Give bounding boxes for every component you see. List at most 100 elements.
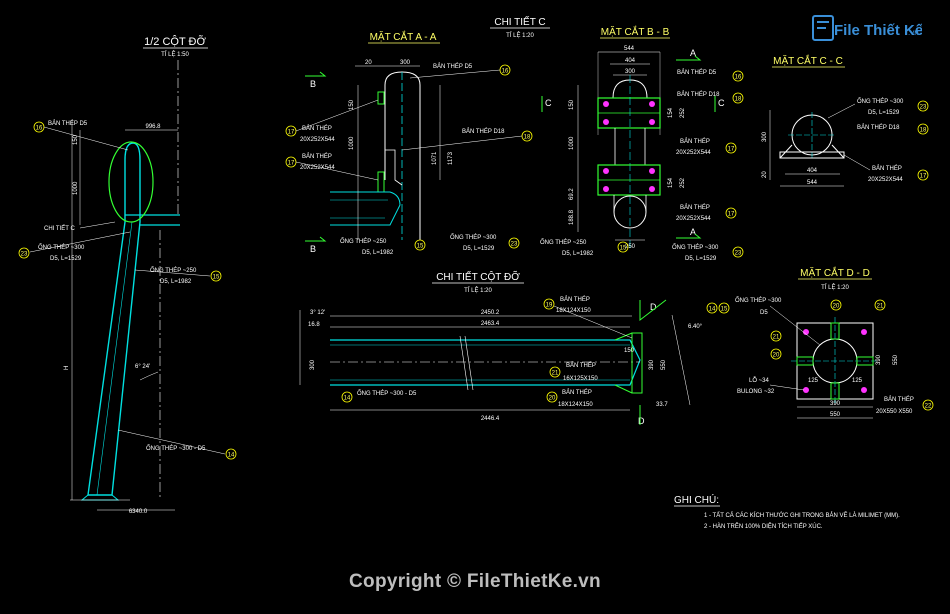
svg-text:H: H	[64, 366, 70, 370]
svg-text:B: B	[310, 244, 316, 254]
svg-text:BẢN THÉP: BẢN THÉP	[302, 125, 332, 132]
dim-2450: 2450.2	[481, 310, 500, 316]
svg-text:21: 21	[773, 335, 780, 341]
svg-text:BẢN THÉP D5: BẢN THÉP D5	[677, 69, 717, 76]
pole-detail-title: CHI TIẾT CỘT ĐỠ	[436, 270, 520, 283]
dim-6340: 6340.0	[129, 509, 148, 515]
svg-text:1000: 1000	[569, 136, 575, 150]
detail-c-highlight-ellipse	[108, 141, 154, 223]
svg-text:BẢN THÉP: BẢN THÉP	[302, 153, 332, 160]
logo-text-tld: .vn	[908, 28, 919, 37]
label-chi-tiet-c: CHI TIẾT C	[44, 225, 75, 232]
svg-text:300: 300	[625, 69, 636, 75]
svg-text:BẢN THÉP D18: BẢN THÉP D18	[857, 124, 900, 131]
section-bb-title: MẶT CẮT B - B	[601, 25, 670, 38]
svg-text:15: 15	[417, 244, 424, 250]
svg-text:20X252X544: 20X252X544	[300, 165, 335, 171]
svg-text:BẢN THÉP D5: BẢN THÉP D5	[433, 63, 473, 70]
svg-text:252: 252	[680, 107, 686, 118]
svg-text:550: 550	[893, 354, 899, 365]
svg-text:19: 19	[546, 303, 553, 309]
svg-text:14: 14	[709, 307, 716, 313]
svg-text:D5, L=1982: D5, L=1982	[562, 251, 594, 257]
svg-text:300: 300	[762, 131, 768, 142]
svg-text:BẢN THÉP: BẢN THÉP	[562, 389, 592, 396]
svg-text:21: 21	[877, 304, 884, 310]
svg-text:ỐNG THÉP ~300 - D5: ỐNG THÉP ~300 - D5	[146, 445, 206, 452]
view-half-pole: 1/2 CỘT ĐỠ TỈ LỆ 1:50 H 996.8 150 1000 6…	[18, 35, 237, 515]
svg-text:20: 20	[549, 396, 556, 402]
svg-text:404: 404	[625, 58, 636, 64]
svg-text:D5: D5	[760, 310, 768, 316]
svg-text:252: 252	[680, 177, 686, 188]
svg-text:BẢN THÉP D18: BẢN THÉP D18	[677, 91, 720, 98]
svg-text:150: 150	[624, 348, 635, 354]
svg-text:A: A	[690, 227, 696, 237]
site-logo[interactable]: File Thiết Kế .vn	[812, 10, 922, 44]
svg-text:20: 20	[833, 304, 840, 310]
detail-c-scale: TỈ LỆ 1:20	[506, 31, 534, 39]
detail-c-heading: CHI TIẾT C TỈ LỆ 1:20	[490, 15, 550, 39]
svg-text:14: 14	[344, 396, 351, 402]
svg-text:20X252X544: 20X252X544	[676, 216, 711, 222]
svg-text:D5, L=1529: D5, L=1529	[463, 246, 495, 252]
svg-text:69.2: 69.2	[569, 188, 575, 200]
svg-text:ỐNG THÉP ~250: ỐNG THÉP ~250	[150, 267, 197, 274]
section-dd-scale: TỈ LỆ 1:20	[821, 283, 849, 291]
svg-text:D5, L=1982: D5, L=1982	[160, 279, 192, 285]
copyright-watermark: Copyright © FileThietKe.vn	[349, 571, 601, 592]
svg-text:188.8: 188.8	[569, 209, 575, 225]
notes-block: GHI CHÚ: 1 - TẤT CẢ CÁC KÍCH THƯỚC GHI T…	[674, 493, 900, 530]
svg-text:16: 16	[36, 126, 43, 132]
svg-text:BẢN THÉP D5: BẢN THÉP D5	[48, 120, 88, 127]
svg-text:15: 15	[721, 307, 728, 313]
pole-detail-scale: TỈ LỆ 1:20	[464, 286, 492, 294]
svg-text:16: 16	[735, 75, 742, 81]
svg-text:154: 154	[668, 107, 674, 118]
svg-text:BẢN THÉP: BẢN THÉP	[680, 138, 710, 145]
svg-text:125: 125	[852, 378, 863, 384]
svg-text:15: 15	[213, 275, 220, 281]
section-cc-title: MẶT CẮT C - C	[773, 54, 843, 67]
view-pole-detail: CHI TIẾT CỘT ĐỠ TỈ LỆ 1:20 D D 3° 12' 16…	[299, 270, 703, 426]
svg-text:BẢN THÉP D18: BẢN THÉP D18	[462, 128, 505, 135]
svg-text:C: C	[545, 98, 552, 108]
svg-text:B: B	[310, 79, 316, 89]
dim-996: 996.8	[145, 124, 161, 130]
svg-text:1071: 1071	[432, 151, 438, 165]
svg-text:18: 18	[735, 97, 742, 103]
svg-text:6° 24': 6° 24'	[135, 364, 150, 370]
svg-text:17: 17	[288, 161, 295, 167]
svg-text:23: 23	[511, 242, 518, 248]
svg-text:17: 17	[728, 147, 735, 153]
svg-text:ỐNG THÉP ~300: ỐNG THÉP ~300	[735, 297, 782, 304]
svg-text:18X124X150: 18X124X150	[558, 402, 593, 408]
svg-text:14: 14	[228, 453, 235, 459]
svg-text:544: 544	[807, 180, 818, 186]
svg-text:1000: 1000	[349, 136, 355, 150]
svg-text:250: 250	[625, 244, 636, 250]
svg-text:550: 550	[830, 412, 841, 418]
svg-text:300: 300	[400, 60, 411, 66]
svg-text:150: 150	[569, 99, 575, 110]
svg-text:BẢN THÉP: BẢN THÉP	[680, 204, 710, 211]
svg-text:D: D	[638, 416, 645, 426]
dim-2446: 2446.4	[481, 416, 500, 422]
svg-text:20: 20	[773, 353, 780, 359]
svg-text:404: 404	[807, 168, 818, 174]
svg-text:150: 150	[73, 134, 79, 145]
svg-text:20: 20	[365, 60, 372, 66]
svg-text:154: 154	[668, 177, 674, 188]
svg-text:ỐNG THÉP ~250: ỐNG THÉP ~250	[340, 238, 387, 245]
svg-text:21: 21	[552, 371, 559, 377]
svg-text:18: 18	[920, 128, 927, 134]
view-section-bb: MẶT CẮT B - B A A C C 544 404 300	[540, 25, 744, 262]
svg-text:33.7: 33.7	[656, 402, 668, 408]
svg-text:16.8: 16.8	[308, 322, 320, 328]
svg-text:BẢN THÉP: BẢN THÉP	[566, 362, 596, 369]
svg-text:1000: 1000	[73, 181, 79, 195]
notes-title: GHI CHÚ:	[674, 493, 719, 506]
svg-text:23: 23	[920, 105, 927, 111]
logo-text-rest: Thiết Kế	[864, 22, 922, 39]
